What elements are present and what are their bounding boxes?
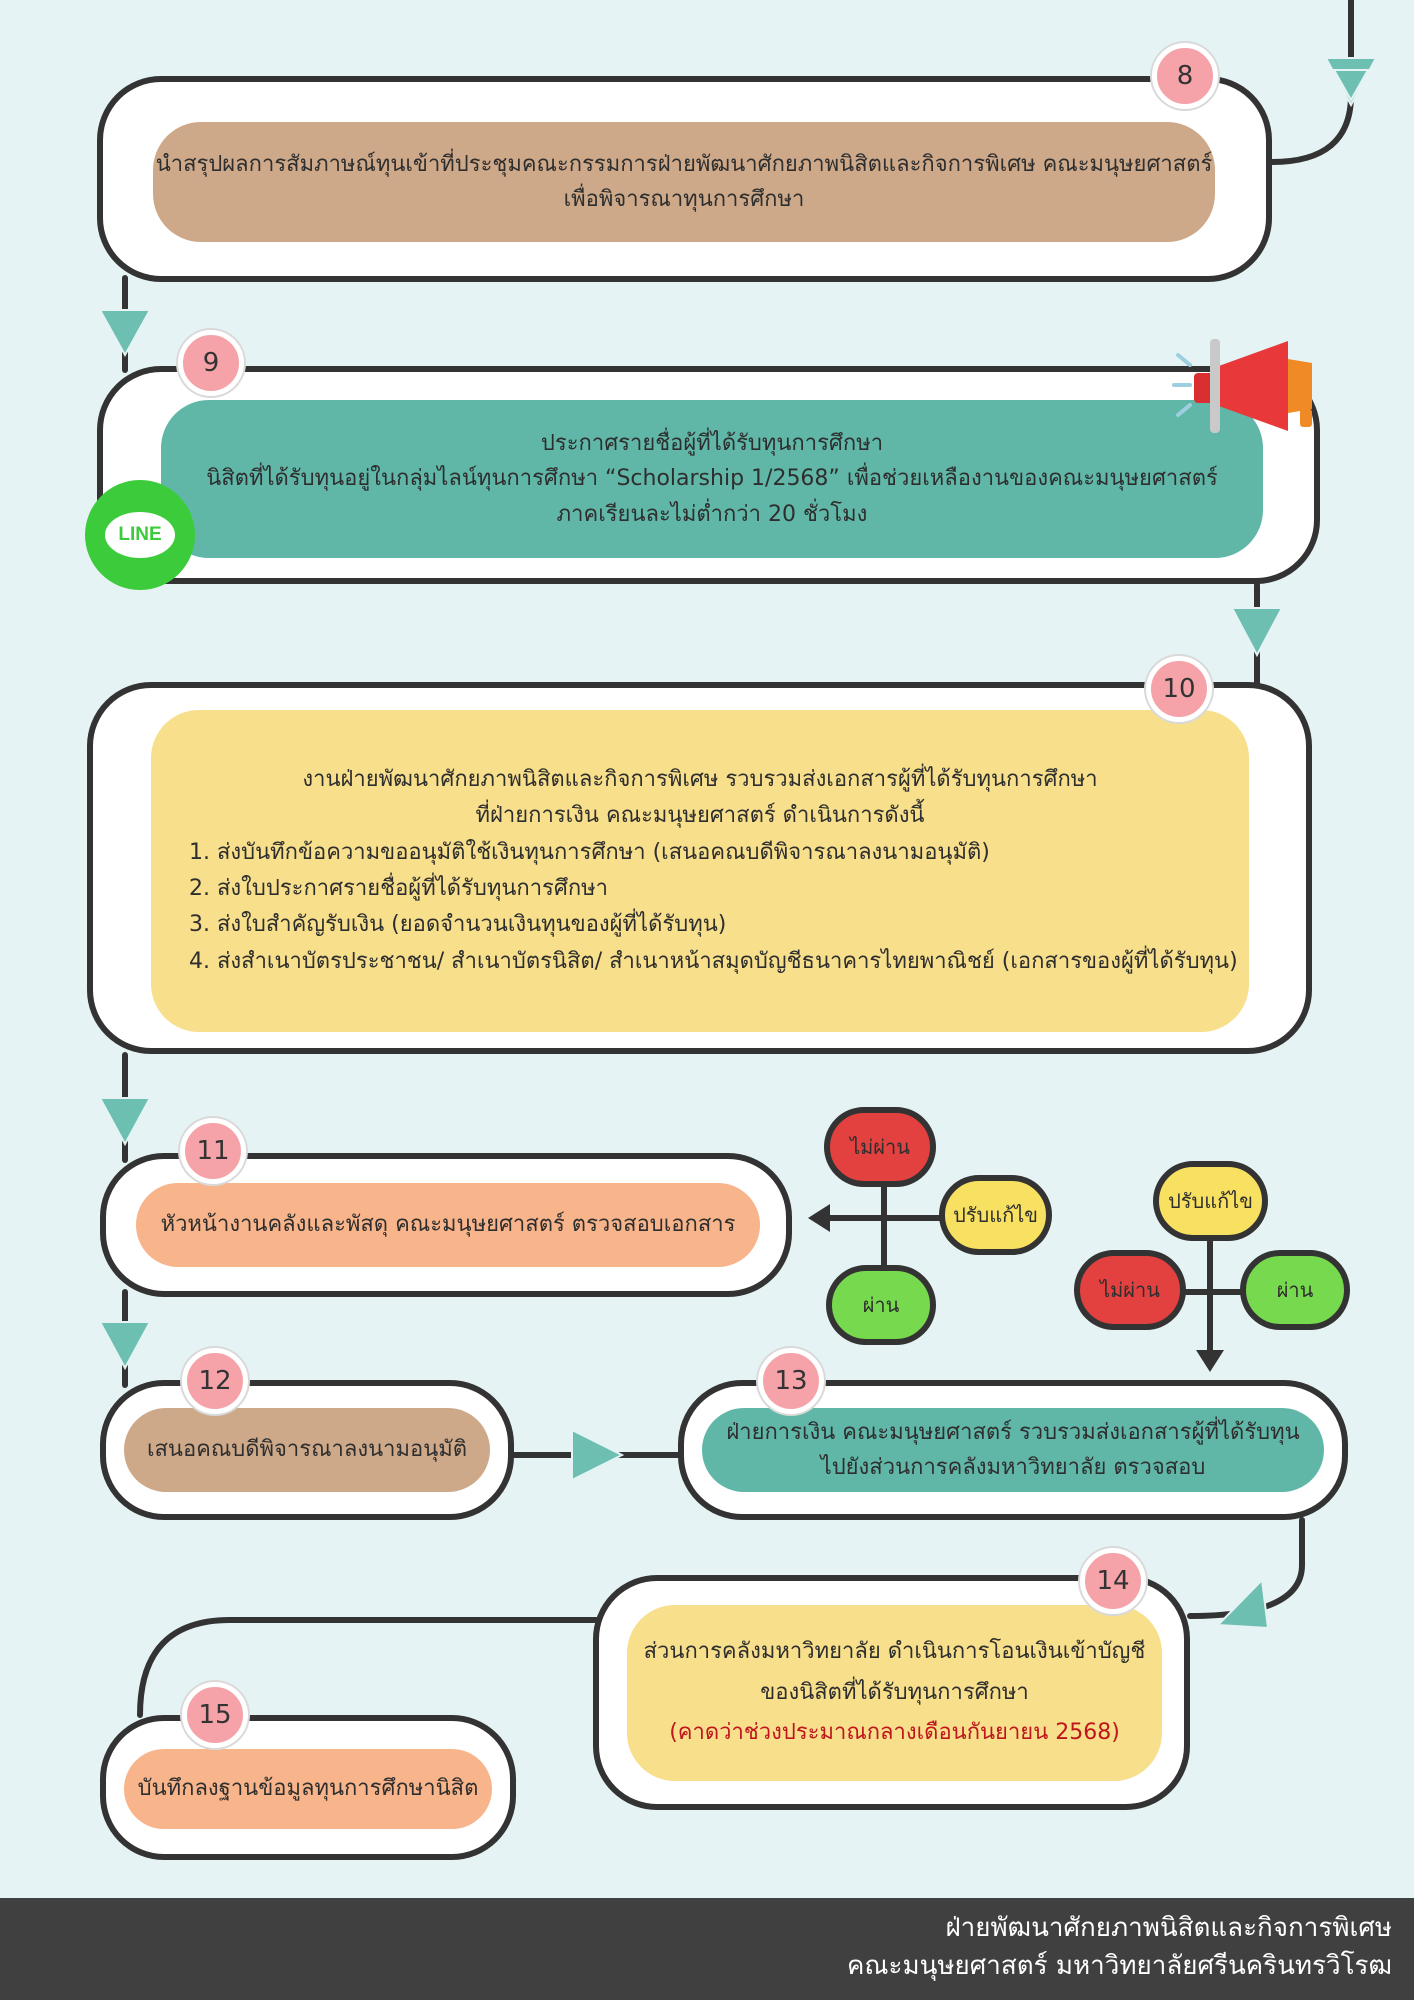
step-13-badge: 13 (758, 1348, 824, 1414)
footer: ฝ่ายพัฒนาศักยภาพนิสิตและกิจการพิเศษ คณะม… (0, 1898, 1414, 2000)
connector-14-to-15 (137, 1617, 601, 1718)
chevron-down-icon (1215, 1577, 1270, 1630)
footer-line-2: คณะมนุษยศาสตร์ มหาวิทยาลัยศรีนครินทรวิโร… (847, 1950, 1392, 1981)
footer-line-1: ฝ่ายพัฒนาศักยภาพนิสิตและกิจการพิเศษ (945, 1913, 1392, 1943)
step-10-badge: 10 (1146, 656, 1212, 722)
connector-13-to-14 (1187, 1517, 1305, 1619)
line-app-icon: LINE (85, 480, 195, 590)
chevron-down-icon (98, 1321, 152, 1371)
step-10-card: งานฝ่ายพัฒนาศักยภาพนิสิตและกิจการพิเศษ ร… (87, 682, 1312, 1054)
step-10-content: งานฝ่ายพัฒนาศักยภาพนิสิตและกิจการพิเศษ ร… (151, 710, 1249, 1032)
megaphone-icon (1172, 339, 1312, 433)
step-9-line-3: ภาคเรียนละไม่ต่ำกว่า 20 ชั่วโมง (556, 501, 868, 527)
step-8-content: นำสรุปผลการสัมภาษณ์ทุนเข้าที่ประชุมคณะกร… (153, 122, 1215, 242)
arrow-right-icon (571, 1428, 625, 1482)
decision-right-pass: ผ่าน (1240, 1250, 1350, 1330)
decision-left-pass: ผ่าน (826, 1265, 936, 1345)
step-8-card: นำสรุปผลการสัมภาษณ์ทุนเข้าที่ประชุมคณะกร… (97, 76, 1272, 282)
step-13-line-2: ไปยังส่วนการคลังมหาวิทยาลัย ตรวจสอบ (820, 1455, 1206, 1480)
step-11-badge: 11 (180, 1118, 246, 1184)
step-8-badge: 8 (1152, 43, 1218, 109)
step-10-heading-1: งานฝ่ายพัฒนาศักยภาพนิสิตและกิจการพิเศษ ร… (302, 767, 1098, 793)
step-14-line-1: ส่วนการคลังมหาวิทยาลัย ดำเนินการโอนเงินเ… (643, 1638, 1146, 1664)
step-15-card: บันทึกลงฐานข้อมูลทุนการศึกษานิสิต (100, 1715, 516, 1860)
step-14-content: ส่วนการคลังมหาวิทยาลัย ดำเนินการโอนเงินเ… (627, 1605, 1162, 1781)
step-11-text: หัวหน้างานคลังและพัสดุ คณะมนุษยศาสตร์ ตร… (160, 1212, 736, 1238)
step-14-card: ส่วนการคลังมหาวิทยาลัย ดำเนินการโอนเงินเ… (593, 1575, 1190, 1810)
step-14-badge: 14 (1080, 1548, 1146, 1614)
step-8-line-2: เพื่อพิจารณาทุนการศึกษา (563, 187, 805, 212)
decision-right-revise: ปรับแก้ไข (1153, 1161, 1268, 1241)
step-12-card: เสนอคณบดีพิจารณาลงนามอนุมัติ (100, 1380, 514, 1520)
step-9-badge: 9 (178, 330, 244, 396)
decision-left-revise: ปรับแก้ไข (939, 1175, 1052, 1255)
step-10-item-1: 1. ส่งบันทึกข้อความขออนุมัติใช้เงินทุนกา… (189, 839, 990, 865)
decision-right-fail: ไม่ผ่าน (1074, 1250, 1186, 1330)
chevron-down-icon (1324, 57, 1378, 108)
step-15-badge: 15 (182, 1682, 248, 1748)
step-10-heading-2: ที่ฝ่ายการเงิน คณะมนุษยศาสตร์ ดำเนินการด… (475, 803, 925, 829)
step-15-text: บันทึกลงฐานข้อมูลทุนการศึกษานิสิต (137, 1776, 479, 1802)
chevron-down-icon (98, 309, 152, 358)
step-12-text: เสนอคณบดีพิจารณาลงนามอนุมัติ (146, 1437, 468, 1463)
step-9-card: ประกาศรายชื่อผู้ที่ได้รับทุนการศึกษา นิส… (97, 366, 1320, 584)
decision-left-fail: ไม่ผ่าน (824, 1107, 936, 1187)
step-9-line-1: ประกาศรายชื่อผู้ที่ได้รับทุนการศึกษา (540, 431, 884, 457)
step-13-line-1: ฝ่ายการเงิน คณะมนุษยศาสตร์ รวบรวมส่งเอกส… (726, 1419, 1300, 1445)
step-9-content: ประกาศรายชื่อผู้ที่ได้รับทุนการศึกษา นิส… (161, 400, 1263, 558)
step-11-content: หัวหน้างานคลังและพัสดุ คณะมนุษยศาสตร์ ตร… (136, 1183, 760, 1267)
line-logo-text: LINE (105, 512, 175, 558)
step-14-line-2: ของนิสิตที่ได้รับทุนการศึกษา (760, 1679, 1029, 1705)
step-12-content: เสนอคณบดีพิจารณาลงนามอนุมัติ (124, 1408, 490, 1492)
arrow-left-icon (808, 1204, 830, 1232)
step-10-item-3: 3. ส่งใบสำคัญรับเงิน (ยอดจำนวนเงินทุนของ… (189, 912, 727, 938)
step-8-line-1: นำสรุปผลการสัมภาษณ์ทุนเข้าที่ประชุมคณะกร… (155, 151, 1213, 177)
step-10-item-2: 2. ส่งใบประกาศรายชื่อผู้ที่ได้รับทุนการศ… (189, 876, 608, 901)
step-13-content: ฝ่ายการเงิน คณะมนุษยศาสตร์ รวบรวมส่งเอกส… (702, 1408, 1324, 1492)
step-14-note: (คาดว่าช่วงประมาณกลางเดือนกันยายน 2568) (669, 1720, 1120, 1746)
chevron-down-icon (1230, 607, 1284, 658)
step-9-line-2: นิสิตที่ได้รับทุนอยู่ในกลุ่มไลน์ทุนการศึ… (206, 466, 1218, 492)
arrow-down-icon (1196, 1350, 1224, 1372)
decision-right-cross (1172, 1227, 1253, 1363)
step-12-badge: 12 (182, 1348, 248, 1414)
step-10-item-4: 4. ส่งสำเนาบัตรประชาชน/ สำเนาบัตรนิสิต/ … (189, 948, 1238, 974)
chevron-down-icon (98, 1097, 152, 1147)
step-15-content: บันทึกลงฐานข้อมูลทุนการศึกษานิสิต (124, 1749, 492, 1829)
